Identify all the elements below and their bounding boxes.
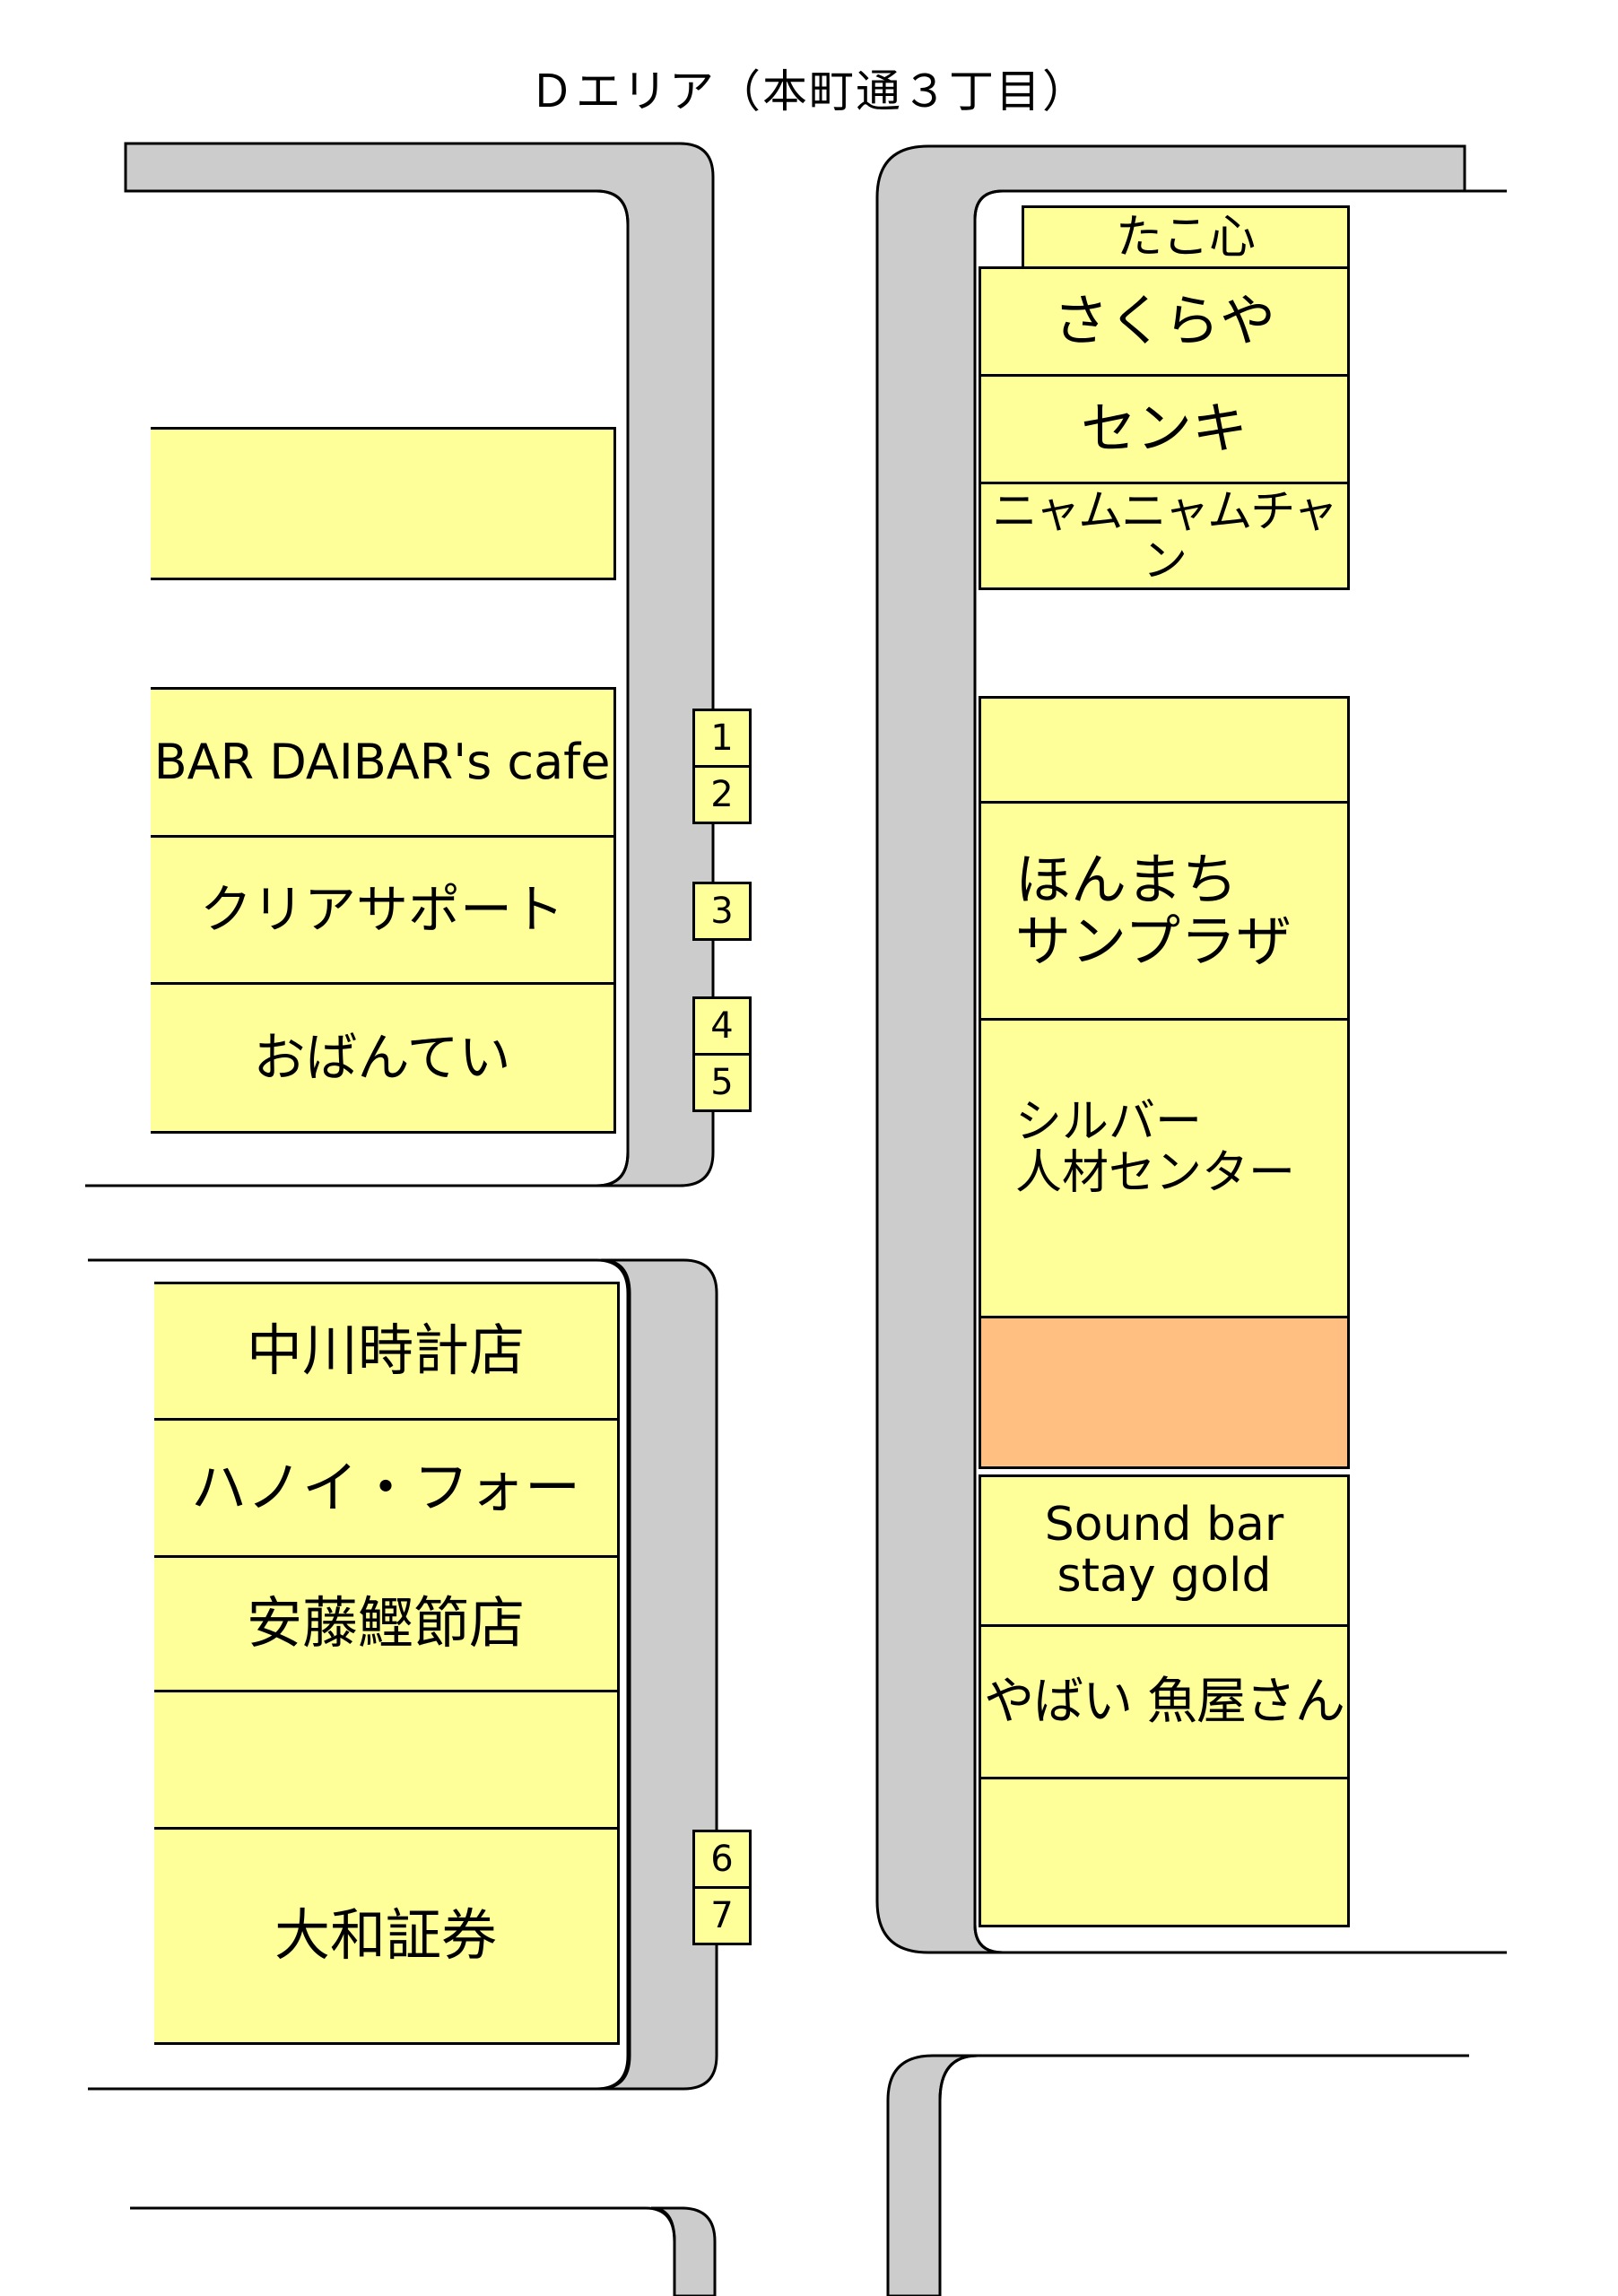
shop-hanoi-pho[interactable]: ハノイ・フォー	[154, 1418, 620, 1558]
map-title: Ｄエリア（本町通３丁目）	[529, 65, 1089, 117]
sidewalk-right-block-2	[886, 2054, 1469, 2296]
shop-sakuraya[interactable]: さくらや	[979, 266, 1350, 377]
shop-nyamu-nyamu-chan[interactable]: ニャムニャムチャン	[979, 482, 1350, 590]
marker-4[interactable]: 4	[692, 996, 752, 1056]
shop-right-blank-2[interactable]	[979, 1777, 1350, 1927]
block-left-2-outline	[88, 1258, 630, 2091]
shop-senki[interactable]: センキ	[979, 374, 1350, 484]
marker-1[interactable]: 1	[692, 709, 752, 768]
shop-ando-katsuobushi[interactable]: 安藤鰹節店	[154, 1555, 620, 1692]
shop-daiwa-securities[interactable]: 大和証券	[154, 1827, 620, 2045]
sidewalk-left-block-3	[650, 2206, 717, 2296]
marker-3[interactable]: 3	[692, 882, 752, 941]
shop-silver-jinzai-center[interactable]: シルバー 人材センター	[979, 1018, 1350, 1318]
shop-takoshin[interactable]: たこ心	[1022, 205, 1350, 272]
shop-yabai-sakanaya[interactable]: やばい 魚屋さん	[979, 1624, 1350, 1779]
shop-bar-daibar[interactable]: BAR DAIBAR's cafe	[151, 687, 616, 838]
block-right-1-outline	[973, 189, 1507, 1954]
shop-left-lower-blank[interactable]	[154, 1690, 620, 1830]
shop-right-blank-1[interactable]	[979, 696, 1350, 804]
shop-nakagawa-clock[interactable]: 中川時計店	[154, 1282, 620, 1421]
block-left-1-outline	[85, 189, 630, 1187]
shop-clear-support[interactable]: クリアサポート	[151, 835, 616, 985]
block-right-2-outline	[938, 2054, 1469, 2296]
marker-6[interactable]: 6	[692, 1830, 752, 1889]
marker-5[interactable]: 5	[692, 1053, 752, 1112]
marker-2[interactable]: 2	[692, 765, 752, 824]
marker-7[interactable]: 7	[692, 1886, 752, 1945]
shop-sound-bar-stay-gold[interactable]: Sound bar stay gold	[979, 1474, 1350, 1627]
block-left-3-outline	[130, 2206, 676, 2296]
shop-obantei[interactable]: おばんてい	[151, 982, 616, 1134]
shop-orange-unit[interactable]	[979, 1316, 1350, 1469]
shop-left-upper-blank[interactable]	[151, 427, 616, 580]
sidewalk-left-block-2	[597, 1258, 718, 2091]
shop-honmachi-sun-plaza[interactable]: ほんまち サンプラザ	[979, 801, 1350, 1021]
